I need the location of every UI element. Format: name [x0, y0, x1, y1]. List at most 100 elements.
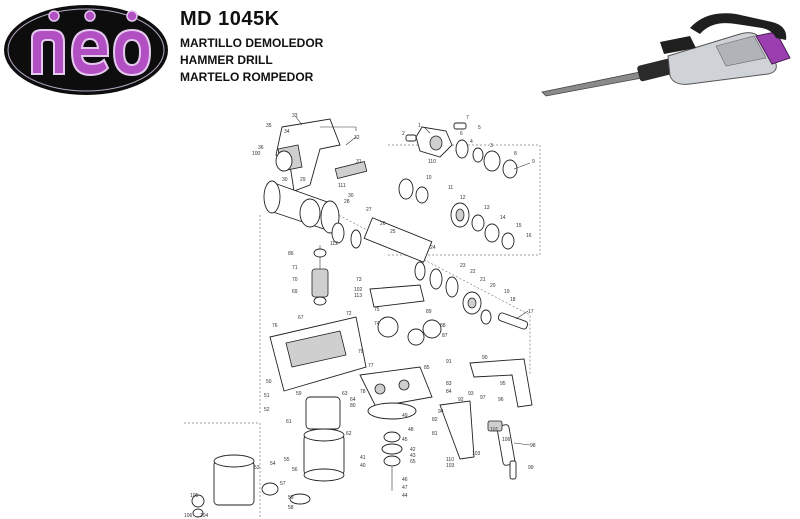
hammer-drill-photo	[541, 13, 791, 97]
callout-99: 99	[528, 465, 534, 471]
callout-44: 44	[402, 493, 408, 499]
callout-102: 102	[354, 287, 363, 293]
callout-111: 111	[338, 183, 346, 189]
callout-58: 58	[288, 505, 294, 511]
callout-20: 20	[490, 283, 496, 289]
callout-59: 59	[288, 495, 294, 501]
callout-96: 96	[498, 397, 504, 403]
callout-106b: 106	[184, 513, 193, 519]
callout-98: 98	[530, 443, 536, 449]
callout-45: 45	[402, 437, 408, 443]
callout-43: 43	[410, 453, 416, 459]
callout-13: 13	[484, 205, 490, 211]
callout-88: 88	[440, 323, 446, 329]
callout-110b: 110	[446, 457, 454, 463]
callout-86: 86	[288, 251, 294, 257]
callout-112: 112	[330, 241, 338, 247]
callout-74: 74	[374, 321, 380, 327]
model-number: MD 1045K	[180, 8, 280, 30]
callout-28: 28	[344, 199, 350, 205]
callout-30: 30	[348, 193, 354, 199]
callout-65: 65	[410, 459, 416, 465]
callout-97: 97	[480, 395, 486, 401]
callout-64: 64	[350, 397, 356, 403]
callout-94: 94	[438, 409, 444, 415]
callout-90: 90	[482, 355, 488, 361]
callout-33: 33	[292, 113, 298, 119]
callout-76: 76	[272, 323, 278, 329]
callout-18: 18	[510, 297, 516, 303]
callout-9: 9	[532, 159, 535, 165]
callout-16: 16	[526, 233, 532, 239]
callout-54: 54	[270, 461, 276, 467]
callout-60: 59	[296, 391, 302, 397]
callout-11: 11	[448, 185, 453, 191]
callout-17: 17	[528, 309, 534, 315]
callout-101: 101	[490, 427, 499, 433]
callout-6: 6	[460, 131, 463, 137]
callout-71: 71	[292, 265, 298, 271]
exploded-parts-diagram: 33 35 34 32 36 100 3 1 30 2 9 111 30 28 27…	[184, 113, 541, 519]
callout-50: 50	[266, 379, 272, 385]
callout-77: 77	[368, 363, 374, 369]
callout-32: 32	[354, 135, 360, 141]
callout-40: 40	[360, 463, 366, 469]
callout-55: 55	[284, 457, 290, 463]
callout-106: 106	[502, 437, 511, 443]
callout-41: 41	[360, 455, 366, 461]
callout-19: 19	[504, 289, 510, 295]
callout-56: 56	[292, 467, 298, 473]
callout-61: 61	[286, 419, 292, 425]
callout-87: 87	[442, 333, 448, 339]
callout-34: 34	[284, 129, 290, 135]
callout-25: 25	[390, 229, 396, 235]
callout-78: 78	[360, 389, 366, 395]
callout-48: 48	[408, 427, 414, 433]
callout-100: 100	[252, 151, 261, 157]
callout-35: 35	[266, 123, 272, 129]
callout-95: 95	[500, 381, 506, 387]
callout-36: 36	[258, 145, 264, 151]
callout-1: 1	[418, 123, 421, 129]
callout-84: 84	[446, 389, 452, 395]
callout-81: 81	[432, 431, 438, 437]
product-name-es: MARTILLO DEMOLEDOR	[180, 36, 324, 50]
callout-67: 67	[298, 315, 304, 321]
callout-51: 51	[264, 393, 270, 399]
callout-26: 26	[380, 221, 386, 227]
callout-7: 7	[466, 115, 469, 121]
callout-85: 85	[424, 365, 430, 371]
callout-53: 53	[254, 465, 260, 471]
callout-15: 15	[516, 223, 522, 229]
callout-2: 2	[402, 131, 405, 137]
callout-27: 27	[366, 207, 372, 213]
callout-52: 52	[264, 407, 270, 413]
callout-93: 93	[468, 391, 474, 397]
title-block: MD 1045K MARTILLO DEMOLEDOR HAMMER DRILL…	[180, 8, 323, 86]
callout-82: 82	[432, 417, 438, 423]
callout-21: 21	[480, 277, 486, 283]
callout-4: 4	[470, 139, 473, 145]
callout-103b: 103	[446, 463, 455, 469]
callout-38: 30	[282, 177, 288, 183]
callout-83: 83	[446, 381, 452, 387]
callout-22: 22	[470, 269, 476, 275]
callout-10: 10	[426, 175, 432, 181]
callout-3: 3	[490, 143, 493, 149]
callout-89: 89	[426, 309, 432, 315]
callout-8: 8	[514, 151, 517, 157]
callout-49: 49	[402, 413, 408, 419]
callout-113: 113	[354, 293, 362, 299]
callout-72: 72	[346, 311, 352, 317]
callout-24: 24	[430, 245, 436, 251]
callout-79: 79	[358, 349, 364, 355]
callout-47: 47	[402, 485, 408, 491]
callout-63: 63	[342, 391, 348, 397]
callout-12: 12	[460, 195, 466, 201]
callout-104: 104	[200, 513, 209, 519]
callout-73: 73	[356, 277, 362, 283]
callout-75: 75	[374, 307, 380, 313]
callout-105: 105	[190, 493, 199, 499]
callout-92: 92	[458, 397, 464, 403]
callout-103: 103	[472, 451, 481, 457]
